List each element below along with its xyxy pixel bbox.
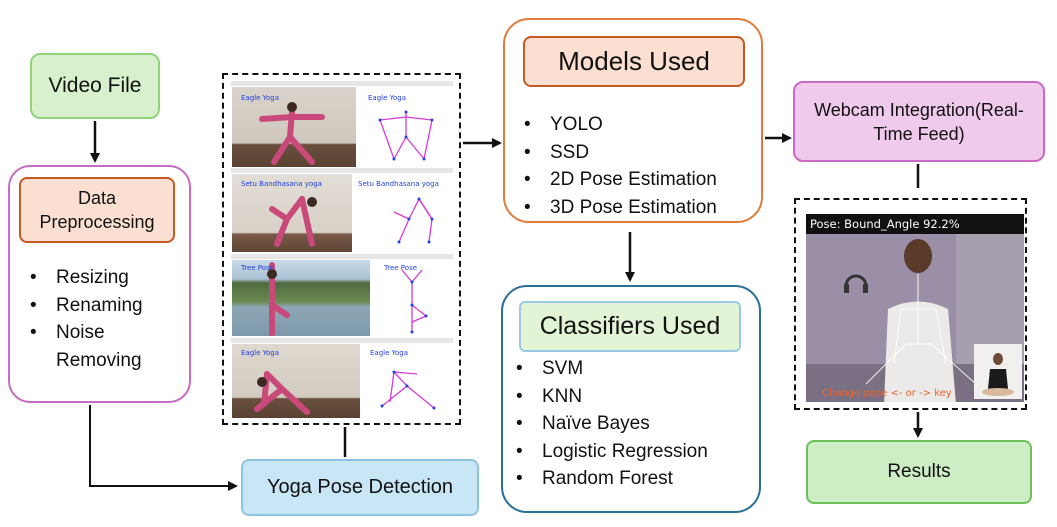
results-box: Results bbox=[806, 440, 1032, 504]
models-container bbox=[503, 18, 763, 223]
pose-photo bbox=[232, 260, 370, 336]
skeleton-panel bbox=[362, 344, 454, 418]
yoga-pose-detection-label: Yoga Pose Detection bbox=[266, 476, 454, 498]
classifiers-list: SVM KNN Naïve Bayes Logistic Regression … bbox=[512, 355, 752, 493]
video-file-box: Video File bbox=[30, 53, 160, 119]
skeleton-panel bbox=[372, 260, 454, 336]
photo-title: Setu Bandhasana yoga bbox=[241, 180, 322, 188]
pose-detection-grid bbox=[222, 73, 461, 425]
list-item: 3D Pose Estimation bbox=[520, 194, 760, 222]
pose-photo bbox=[232, 174, 352, 252]
webcam-integration-label: Webcam Integration(Real-Time Feed) bbox=[814, 99, 1024, 144]
preprocessing-title: Data Preprocessing bbox=[39, 188, 155, 232]
list-item: SVM bbox=[512, 355, 752, 383]
skeleton-title: Eagle Yoga bbox=[370, 349, 408, 357]
photo-title: Eagle Yoga bbox=[241, 349, 279, 357]
models-title-box: Models Used bbox=[523, 36, 745, 87]
webcam-feed-frame bbox=[794, 198, 1027, 410]
webcam-hint: Change pose <- or -> key bbox=[822, 388, 952, 399]
arrow-preprocessing-to-yoga-detection bbox=[89, 405, 238, 491]
window-titlebar bbox=[231, 338, 453, 343]
list-item: KNN bbox=[512, 383, 752, 411]
list-item: SSD bbox=[520, 139, 760, 167]
yoga-pose-detection-box: Yoga Pose Detection bbox=[241, 459, 479, 516]
video-file-label: Video File bbox=[48, 74, 142, 97]
classifiers-container bbox=[501, 285, 761, 513]
skeleton-title: Tree Pose bbox=[384, 264, 418, 272]
photo-title: Tree Pose bbox=[241, 264, 275, 272]
list-item: Resizing bbox=[26, 264, 186, 292]
list-item: Random Forest bbox=[512, 465, 752, 493]
window-titlebar bbox=[231, 81, 453, 86]
window-titlebar bbox=[231, 168, 453, 173]
photo-title: Eagle Yoga bbox=[241, 94, 279, 102]
classifiers-title: Classifiers Used bbox=[539, 312, 721, 340]
webcam-pose-caption: Pose: Bound_Angle 92.2% bbox=[810, 217, 960, 231]
list-item: Noise Removing bbox=[26, 319, 186, 374]
list-item: YOLO bbox=[520, 111, 760, 139]
models-title: Models Used bbox=[558, 46, 710, 76]
list-item: 2D Pose Estimation bbox=[520, 166, 760, 194]
preprocessing-list: Resizing Renaming Noise Removing bbox=[26, 264, 186, 374]
skeleton-title: Eagle Yoga bbox=[368, 94, 406, 102]
classifiers-title-box: Classifiers Used bbox=[519, 301, 741, 352]
list-item: Renaming bbox=[26, 292, 186, 320]
pose-photo bbox=[232, 344, 360, 418]
list-item: Logistic Regression bbox=[512, 438, 752, 466]
skeleton-title: Setu Bandhasana yoga bbox=[358, 180, 439, 188]
webcam-feed-image bbox=[806, 214, 1024, 402]
models-list: YOLO SSD 2D Pose Estimation 3D Pose Esti… bbox=[520, 111, 760, 221]
pose-photo bbox=[232, 87, 356, 167]
list-item: Naïve Bayes bbox=[512, 410, 752, 438]
window-titlebar bbox=[231, 254, 453, 259]
preprocessing-title-box: Data Preprocessing bbox=[19, 177, 175, 243]
skeleton-panel bbox=[358, 87, 454, 167]
skeleton-panel bbox=[354, 174, 454, 252]
results-label: Results bbox=[887, 461, 951, 482]
webcam-integration-box: Webcam Integration(Real-Time Feed) bbox=[793, 81, 1045, 162]
